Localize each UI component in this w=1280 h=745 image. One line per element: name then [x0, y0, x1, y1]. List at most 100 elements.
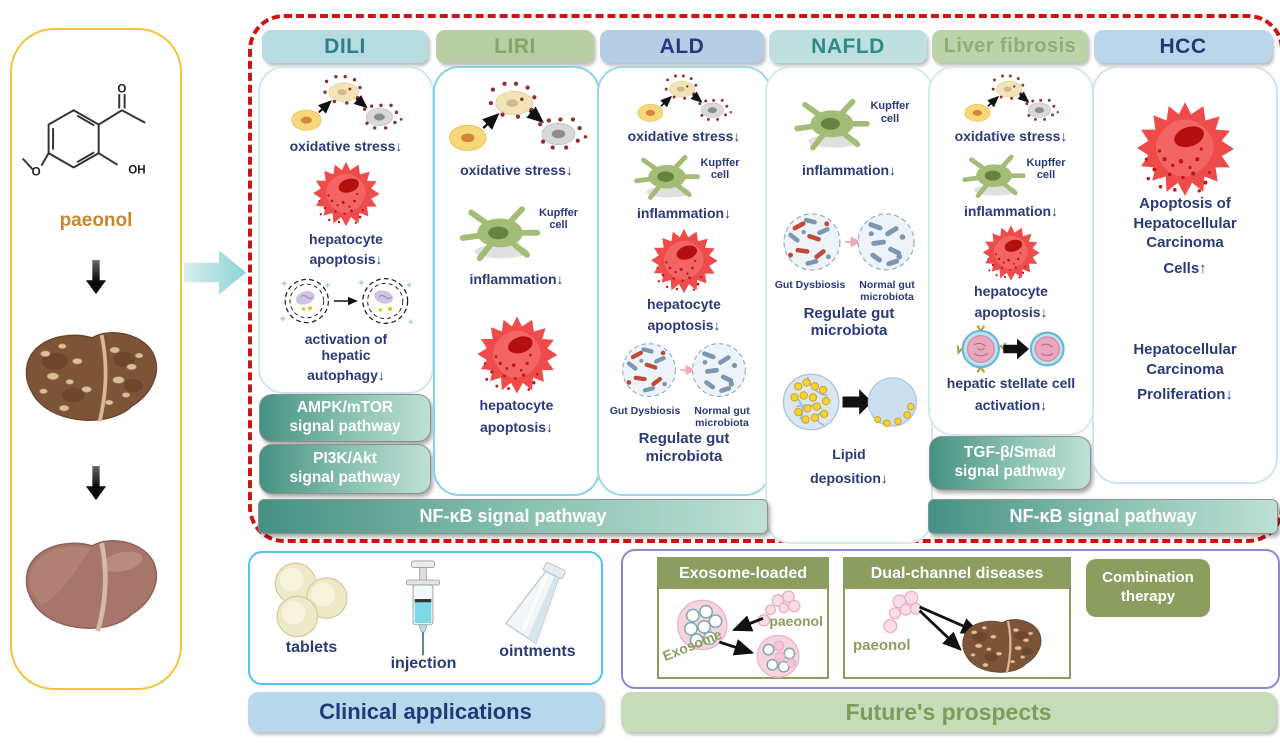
kupffer-cell-illustration: Kupffer cell: [455, 199, 578, 265]
nfkb-pathway-banner-right: NF-κB signal pathway: [928, 499, 1278, 534]
autophagy-label-1: activation of: [304, 330, 388, 347]
hcc-proliferation-label-2: Carcinoma: [1146, 360, 1224, 378]
regulate-gut-label-1: Regulate gut: [638, 430, 730, 448]
stellate-cell-illustration: [948, 324, 1074, 374]
oxidative-stress-illustration: [442, 78, 592, 160]
paeonol-label: paeonol: [769, 613, 823, 629]
down-arrow-icon: [73, 240, 119, 316]
apoptosis-label: apoptosis↓: [974, 303, 1048, 320]
kupffer-label-2: cell: [710, 169, 730, 182]
hcc-proliferation-label-3: Proliferation↓: [1137, 386, 1233, 403]
kupffer-label-1: Kupffer: [870, 100, 910, 112]
ald-header: ALD: [600, 30, 764, 63]
kupffer-label-1: Kupffer: [538, 206, 579, 219]
apoptosis-label: apoptosis↓: [309, 251, 383, 268]
oxidative-stress-label: oxidative stress↓: [954, 128, 1068, 144]
apoptotic-hepatocyte-illustration: [649, 226, 719, 296]
inflammation-label: inflammation↓: [469, 270, 564, 287]
hcc-apoptosis-label-4: Cells↑: [1163, 259, 1207, 277]
gut-dysbiosis-label: Gut Dysbiosis: [609, 405, 681, 418]
paeonol-panel: paeonol: [10, 28, 182, 690]
apoptotic-carcinoma-cell-illustration: [1134, 98, 1236, 200]
dili-header: DILI: [262, 30, 428, 63]
stellate-label-2: activation↓: [974, 396, 1048, 413]
regulate-gut-label-2: microbiota: [645, 447, 723, 465]
nfkb-pathway-banner-left: NF-κB signal pathway: [258, 499, 768, 534]
dili-column: oxidative stress↓ hepatocyte apoptosis↓ …: [258, 66, 434, 394]
hepatocyte-label: hepatocyte: [309, 230, 383, 247]
exosome-loaded-header: Exosome-loaded: [659, 559, 827, 589]
pathway-suffix: signal pathway: [289, 418, 401, 435]
inflammation-label: inflammation↓: [801, 162, 897, 178]
pathway-suffix: signal pathway: [289, 469, 401, 486]
nafld-column: Kupffer cell inflammation↓ Gut Dysbiosis…: [765, 66, 933, 544]
pathway-name: PI3K/Akt: [313, 450, 377, 468]
paeonol-label: paeonol: [853, 637, 911, 654]
kupffer-cell-illustration: Kupffer cell: [788, 92, 910, 154]
stellate-label-1: hepatic stellate cell: [946, 375, 1076, 392]
tablets-icon: [268, 559, 356, 639]
combination-label-2: therapy: [1120, 588, 1176, 605]
kupffer-label-1: Kupffer: [1026, 156, 1066, 169]
lipid-label-1: Lipid: [832, 446, 866, 463]
hepatocyte-label: hepatocyte: [647, 296, 721, 313]
kupffer-cell-illustration: Kupffer cell: [628, 149, 740, 203]
hcc-apoptosis-label-3: Carcinoma: [1146, 234, 1224, 251]
hepatocyte-label: hepatocyte: [974, 283, 1048, 300]
ointment-tube-icon: [491, 559, 583, 655]
tgfb-smad-pathway-box: TGF-β/Smad signal pathway: [929, 436, 1091, 490]
kupffer-label-2: cell: [880, 112, 900, 125]
autophagy-label-2: hepatic: [321, 347, 371, 364]
autophagy-label-3: autophagy↓: [307, 366, 385, 383]
exosome-loading-illustration: [659, 589, 827, 679]
disease-overview-box: [248, 14, 1280, 543]
down-arrow-icon: [73, 446, 119, 522]
gut-microbiota-illustration: [772, 209, 926, 279]
liri-header: LIRI: [436, 30, 594, 63]
autophagy-illustration: [273, 273, 419, 329]
pi3k-akt-pathway-box: PI3K/Akt signal pathway: [259, 444, 431, 494]
pathway-suffix: signal pathway: [954, 463, 1066, 480]
apoptotic-hepatocyte-illustration: [981, 223, 1041, 283]
kupffer-cell-illustration: Kupffer cell: [956, 149, 1066, 201]
liver-fibrosis-header: Liver fibrosis: [932, 30, 1088, 63]
combination-therapy-box: Combination therapy: [1086, 559, 1210, 617]
hepatocyte-label: hepatocyte: [479, 397, 554, 414]
regulate-gut-label-2: microbiota: [810, 322, 888, 340]
normal-gut-label-1: Normal gut: [859, 278, 915, 291]
kupffer-label-2: cell: [1036, 169, 1056, 182]
normal-gut-label-1: Normal gut: [694, 405, 750, 418]
flow-arrow-icon: [184, 250, 248, 295]
dual-channel-panel: Dual-channel diseases paeonol: [843, 557, 1071, 679]
hcc-column: Apoptosis of Hepatocellular Carcinoma Ce…: [1092, 66, 1278, 484]
oxidative-stress-illustration: [279, 72, 413, 138]
hcc-apoptosis-label-1: Apoptosis of: [1139, 195, 1231, 212]
apoptosis-label: apoptosis↓: [479, 418, 554, 435]
hcc-proliferation-label-1: Hepatocellular: [1133, 341, 1237, 358]
future-prospects-box: [621, 549, 1280, 689]
lipid-label-2: deposition↓: [810, 469, 888, 486]
paeonol-structure-illustration: [20, 82, 172, 210]
oxidative-stress-label: oxidative stress↓: [627, 128, 741, 144]
healthy-liver-illustration: [21, 530, 171, 646]
exosome-loaded-panel: Exosome-loaded Exosome paeonol: [657, 557, 829, 679]
apoptotic-hepatocyte-illustration: [311, 159, 381, 229]
kupffer-cell-icon: [455, 199, 545, 265]
syringe-icon: [394, 559, 452, 659]
normal-gut-label-2: microbiota: [860, 290, 914, 303]
injection-label: injection: [390, 655, 457, 672]
inflammation-label: inflammation↓: [636, 204, 732, 221]
combination-label-1: Combination: [1102, 569, 1194, 587]
liri-column: oxidative stress↓ Kupffer cell inflammat…: [433, 66, 600, 496]
dual-channel-illustration: [847, 585, 1069, 681]
clinical-applications-box: tablets injection ointments: [248, 551, 603, 685]
liver-fibrosis-column: oxidative stress↓ Kupffer cell inflammat…: [928, 66, 1094, 436]
clinical-applications-banner: Clinical applications: [248, 692, 603, 732]
future-prospects-banner: Future's prospects: [621, 692, 1276, 732]
oxidative-stress-label: oxidative stress↓: [289, 138, 403, 154]
apoptotic-hepatocyte-illustration: [475, 313, 559, 397]
diseased-liver-illustration: [21, 322, 171, 438]
kupffer-label-1: Kupffer: [700, 156, 740, 169]
oxidative-stress-label: oxidative stress↓: [460, 162, 573, 178]
lipid-deposition-illustration: [779, 366, 919, 438]
